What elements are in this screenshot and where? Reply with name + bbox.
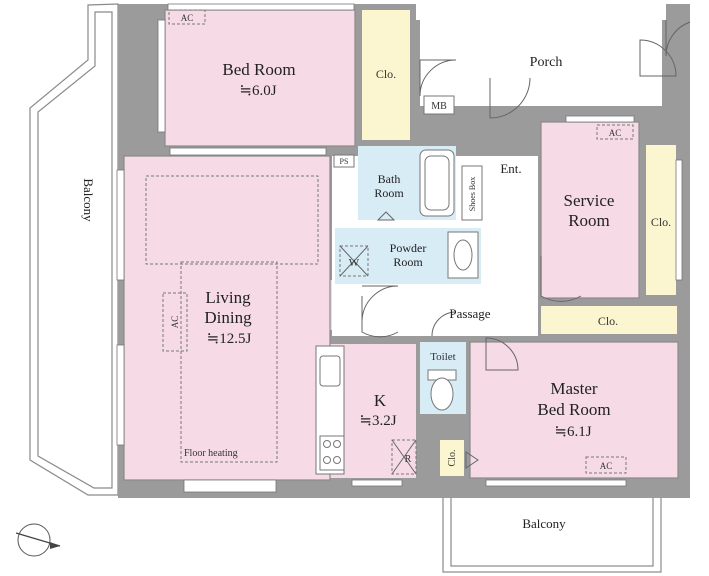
balcony-bottom-inner: [450, 495, 654, 567]
bath-label-2: Room: [374, 186, 404, 200]
kitchen-name: K: [374, 391, 387, 410]
door-passage-living: [361, 296, 399, 338]
porch-label: Porch: [530, 55, 563, 70]
master-small-closet-label: Clo.: [447, 450, 458, 467]
service-ac-box: [596, 124, 634, 140]
burner-2: [333, 440, 341, 448]
bath-label-1: Bath: [378, 172, 401, 186]
burner-1: [323, 440, 331, 448]
powder-label-2: Room: [393, 255, 423, 269]
door-toilet: [431, 311, 457, 337]
service-closet: [646, 145, 676, 295]
entrance-label: Ent.: [500, 161, 521, 176]
porch-floor: [420, 20, 662, 106]
shoes-box: [461, 165, 483, 221]
door-master: [485, 337, 519, 371]
toilet-label: Toilet: [430, 351, 456, 363]
master-top-closet: [541, 306, 677, 334]
door-bath: [376, 211, 396, 221]
master-name-1: Master: [550, 379, 598, 398]
window-bed-left: [157, 19, 166, 133]
burner-3: [323, 456, 331, 464]
window-master-bottom: [485, 479, 627, 487]
window-living-left-lower: [116, 344, 125, 446]
living-size: ≒12.5J: [207, 331, 252, 347]
master-top-closet-label: Clo.: [598, 314, 618, 328]
bed-room-closet: [362, 10, 410, 140]
washer-label: W: [349, 257, 360, 269]
fridge-cross: [391, 439, 417, 475]
bed-room-name: Bed Room: [222, 60, 295, 79]
bed-closet-label: Clo.: [376, 67, 396, 81]
shoes-box-label: Shoes Box: [468, 177, 477, 211]
window-bed-top: [167, 3, 355, 11]
bed-room: [165, 10, 355, 146]
master-size: ≒6.1J: [554, 424, 591, 440]
toilet-bowl: [430, 377, 454, 411]
floor-heating-label: Floor heating: [184, 448, 238, 459]
balcony-left-outline: [29, 3, 119, 496]
master-name-2: Bed Room: [537, 400, 610, 419]
window-living-bottom: [183, 479, 277, 493]
window-service-right: [675, 159, 683, 281]
burner-4: [333, 456, 341, 464]
window-living-top: [169, 147, 327, 156]
service-room: [541, 122, 639, 298]
living-dining: [124, 156, 330, 480]
window-living-left-upper: [116, 169, 125, 281]
living-name-1: Living: [205, 288, 251, 307]
door-closet-master: [465, 451, 479, 469]
door-powder: [361, 285, 399, 323]
washer-space: [339, 245, 369, 277]
door-bed: [419, 59, 457, 97]
mb-box: [423, 95, 455, 115]
service-room-name-2: Room: [568, 211, 610, 230]
fridge-space: [391, 439, 417, 475]
porch-step: [416, 4, 666, 20]
mb-label: MB: [431, 101, 447, 112]
door-entrance: [489, 77, 531, 119]
living-ac-label: AC: [170, 316, 180, 329]
balcony-bottom-label: Balcony: [522, 516, 566, 531]
door-service: [540, 256, 582, 302]
ps-box: [333, 154, 355, 168]
bathtub-inner: [424, 155, 450, 211]
master-small-closet: [440, 440, 464, 476]
balcony-left-inner: [37, 11, 113, 489]
fridge-label: R: [405, 454, 412, 465]
passage-label: Passage: [449, 306, 490, 321]
balcony-left-label: Balcony: [81, 178, 96, 222]
master-ac-label: AC: [600, 461, 613, 471]
service-closet-label: Clo.: [651, 215, 671, 229]
washbasin: [453, 239, 473, 271]
stove: [319, 435, 345, 471]
bed-ac-box: [168, 9, 206, 25]
door-porch-2: [665, 20, 691, 57]
living-name-2: Dining: [204, 308, 252, 327]
window-kitchen-bottom: [351, 479, 403, 487]
kitchen-sink: [319, 355, 341, 387]
service-ac-label: AC: [609, 128, 622, 138]
window-service-top: [565, 115, 635, 123]
compass-icon: [15, 523, 61, 557]
bed-room-ac-label: AC: [181, 13, 194, 23]
door-porch: [639, 39, 677, 77]
washer-cross: [339, 245, 369, 277]
master-bed-room: [470, 342, 678, 478]
floor-heating-zone: [180, 261, 278, 463]
bed-room-size: ≒6.0J: [239, 83, 276, 99]
master-ac-box: [585, 456, 627, 474]
kitchen-size: ≒3.2J: [359, 413, 396, 429]
powder-label-1: Powder: [390, 241, 427, 255]
ps-label: PS: [340, 157, 349, 166]
living-dashed-zone: [145, 175, 319, 265]
living-ac-box: [162, 292, 188, 352]
service-room-name-1: Service: [564, 191, 615, 210]
master-outline: [469, 341, 679, 479]
